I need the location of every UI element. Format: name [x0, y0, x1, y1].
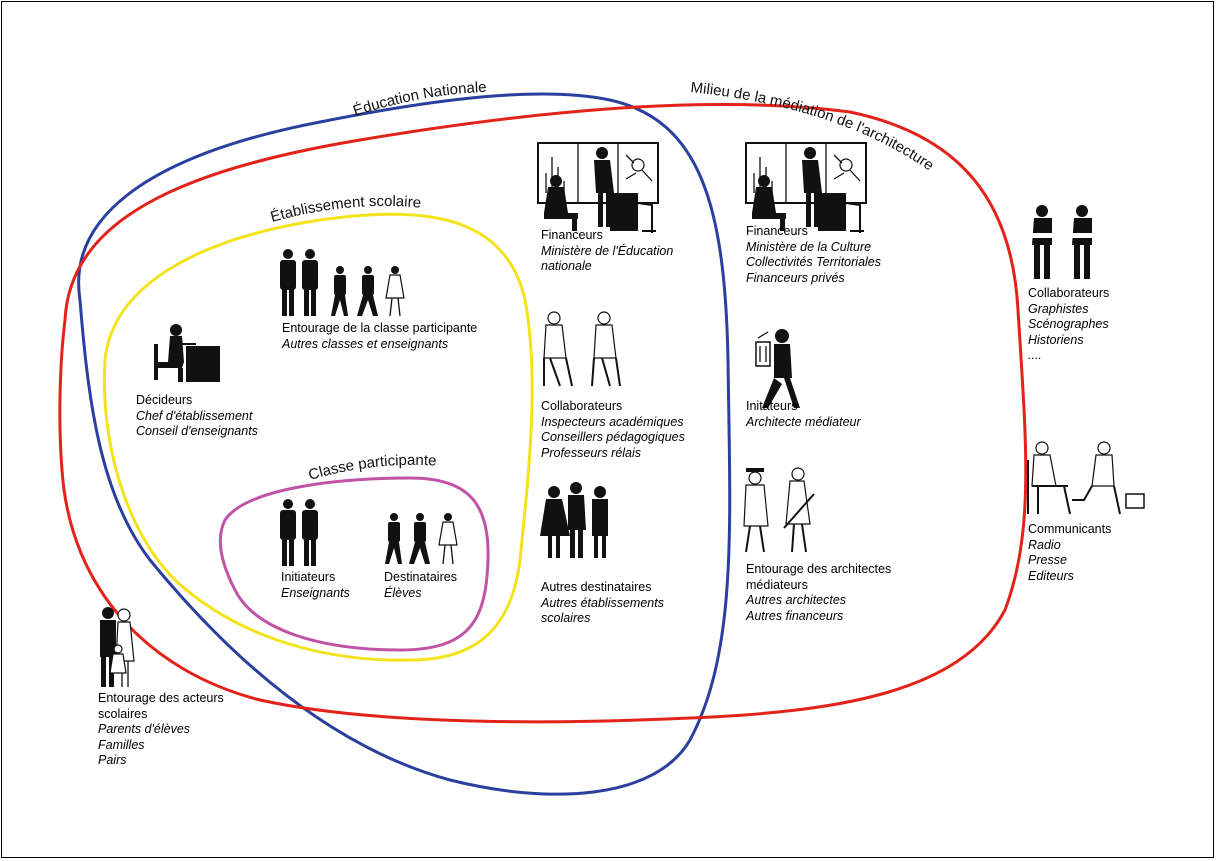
- architect-mediator-icon: [755, 329, 800, 408]
- set-education-nationale-outline: [77, 92, 732, 796]
- group-item: Autres classes et enseignants: [282, 336, 449, 351]
- group-item: Professeurs rélais: [541, 445, 642, 460]
- group-heading: Entourage des architectes: [746, 562, 892, 576]
- external-collaborators-icon: [1032, 205, 1092, 279]
- group-heading-line2: médiateurs: [746, 577, 808, 592]
- group-heading: Initateurs: [746, 399, 798, 413]
- financeurs-meeting-icon: [537, 142, 659, 233]
- group-item: Radio: [1028, 537, 1061, 552]
- group-item: Parents d'élèves: [98, 722, 191, 736]
- group-initiateurs-classe: Initiateurs Enseignants: [281, 570, 350, 601]
- set-etablissement-outline: [102, 212, 534, 662]
- group-item: Chef d'établissement: [136, 408, 253, 423]
- set-etablissement-title: Établissement scolaire: [269, 193, 422, 226]
- architects-entourage-icon: [743, 467, 815, 553]
- set-milieu-mediation-outline: [58, 103, 1028, 724]
- collaborators-seated-icon: [543, 311, 621, 387]
- pupils-icon: [385, 513, 458, 565]
- decideur-at-desk-icon: [154, 324, 220, 382]
- group-heading: Collaborateurs: [541, 399, 623, 413]
- group-item: Élèves: [384, 585, 422, 600]
- group-item: Enseignants: [281, 585, 350, 600]
- group-decideurs: Décideurs Chef d'établissement Conseil d…: [136, 393, 258, 440]
- group-item: Conseil d'enseignants: [136, 424, 258, 438]
- group-item: Collectivités Territoriales: [746, 255, 881, 269]
- group-collaborateurs-ext: Collaborateurs Graphistes Scénographes H…: [1028, 286, 1109, 364]
- teachers-icon: [280, 499, 318, 566]
- group-heading: Entourage des acteurs: [98, 691, 224, 705]
- group-heading: Communicants: [1028, 522, 1112, 536]
- group-item: nationale: [541, 259, 592, 273]
- group-heading: Destinataires: [384, 570, 457, 584]
- group-item: scolaires: [541, 611, 591, 625]
- group-financeurs-mc: Financeurs Ministère de la Culture Colle…: [746, 224, 881, 286]
- group-collaborateurs-en: Collaborateurs Inspecteurs académiques C…: [541, 399, 685, 461]
- group-item: Editeurs: [1028, 568, 1074, 583]
- set-classe-outline: [218, 476, 490, 652]
- group-autres-destinataires: Autres destinataires Autres établissemen…: [541, 580, 664, 627]
- group-heading: Décideurs: [136, 393, 193, 407]
- group-item: Scénographes: [1028, 317, 1109, 331]
- other-recipients-icon: [540, 482, 608, 558]
- group-heading: Financeurs: [541, 228, 603, 242]
- group-item: Conseillers pédagogiques: [541, 430, 685, 444]
- group-item: Ministère de l'Éducation: [541, 243, 674, 258]
- group-item: Pairs: [98, 753, 127, 767]
- group-initiateurs-arch: Initateurs Architecte médiateur: [746, 399, 861, 430]
- teachers-and-pupils-icon: [280, 249, 405, 317]
- group-entourage-acteurs: Entourage des acteurs scolaires Parents …: [98, 691, 224, 769]
- financeurs-meeting-icon: [745, 142, 867, 233]
- group-item: Financeurs privés: [746, 270, 845, 285]
- group-communicants: Communicants Radio Presse Editeurs: [1028, 522, 1111, 584]
- group-entourage-arch: Entourage des architectes médiateurs Aut…: [746, 562, 891, 624]
- group-entourage-classe: Entourage de la classe participante Autr…: [282, 321, 477, 352]
- group-item: Graphistes: [1028, 301, 1089, 316]
- family-icon: [100, 607, 135, 687]
- group-heading-line2: scolaires: [98, 706, 148, 721]
- group-item: Architecte médiateur: [746, 414, 861, 429]
- group-financeurs-en: Financeurs Ministère de l'Éducation nati…: [541, 228, 673, 275]
- group-heading: Entourage de la classe participante: [282, 321, 478, 335]
- group-item: Familles: [98, 737, 145, 752]
- group-heading: Financeurs: [746, 224, 808, 238]
- group-heading: Collaborateurs: [1028, 286, 1110, 300]
- group-item: Autres financeurs: [746, 608, 844, 623]
- group-item: Presse: [1028, 553, 1067, 567]
- group-item: Autres architectes: [746, 593, 847, 607]
- group-heading: Initiateurs: [281, 570, 336, 584]
- group-item: Historiens: [1028, 332, 1084, 347]
- group-heading: Autres destinataires: [541, 580, 652, 594]
- group-item: ....: [1028, 348, 1042, 362]
- group-item: Ministère de la Culture: [746, 239, 872, 254]
- group-destinataires: Destinataires Élèves: [384, 570, 457, 601]
- group-item: Inspecteurs académiques: [541, 414, 684, 429]
- communicants-icon: [1027, 441, 1145, 515]
- group-item: Autres établissements: [541, 595, 664, 610]
